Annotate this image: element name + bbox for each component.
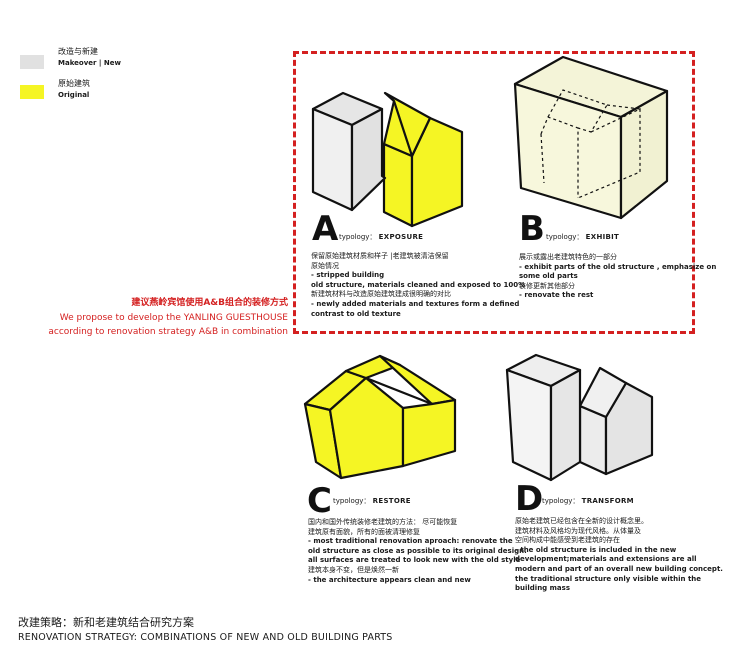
d-house-roof xyxy=(578,366,628,419)
strategy-c-line: 建筑本身不变，但是焕然一新 xyxy=(308,565,399,574)
strategy-c-line: old structure as close as possible to it… xyxy=(308,546,527,555)
legend-swatch-makeover xyxy=(20,55,44,69)
strategy-d-line: the traditional structure only visible w… xyxy=(515,574,702,583)
strategy-d-line: modern and part of an overall new buildi… xyxy=(515,564,723,573)
footer-title-en: RENOVATION STRATEGY: COMBINATIONS OF NEW… xyxy=(18,632,393,643)
c-house-front-left xyxy=(303,402,343,480)
strategy-c-typology: typology： RESTORE xyxy=(333,497,411,506)
strategy-a-letter: A xyxy=(312,209,339,249)
strategy-c-typology-prefix: typology： xyxy=(333,497,371,505)
strategy-a-line: contrast to old texture xyxy=(311,309,401,318)
strategy-b-typology: typology： EXHIBIT xyxy=(546,233,619,242)
strategy-a-line: - stripped building xyxy=(311,271,385,280)
strategy-a-typology: typology： EXPOSURE xyxy=(339,233,423,242)
strategy-a-description: 保留原始建筑材质和样子 |老建筑被清洁保留 原始情况 - stripped bu… xyxy=(311,252,525,319)
c-house-left-roof xyxy=(303,369,368,412)
strategy-a-typology-name: EXPOSURE xyxy=(378,233,424,241)
legend-label-makeover-en: Makeover | New xyxy=(58,59,121,67)
strategy-b-description: 展示或露出老建筑特色的一部分 - exhibit parts of the ol… xyxy=(519,253,716,301)
combination-frame xyxy=(293,51,695,334)
strategy-a-line: 新建筑材料与改造原始建筑建成很明确的对比 xyxy=(311,290,451,299)
strategy-d-line: building mass xyxy=(515,584,570,593)
strategy-d-line: 原始老建筑已经包含在全新的设计概念里。 xyxy=(515,517,648,525)
strategy-c-description: 国内和国外传统装修老建筑的方法： 尽可能恢复 建筑原有面貌，所有的面被清理修复 … xyxy=(308,518,527,585)
d-box-side xyxy=(549,368,582,482)
legend-label-original-en: Original xyxy=(58,91,90,99)
d-box-top xyxy=(505,353,582,388)
strategy-d-line: 建筑材料及风格均为现代风格。从体量及 xyxy=(515,526,641,535)
strategy-d-letter: D xyxy=(515,479,544,519)
strategy-b-typology-name: EXHIBIT xyxy=(585,233,620,241)
legend-swatch-original xyxy=(20,85,44,99)
strategy-c-typology-name: RESTORE xyxy=(372,497,411,505)
strategy-d-line: development;materials and extensions are… xyxy=(515,555,697,564)
strategy-d-typology-prefix: typology： xyxy=(542,497,580,505)
strategy-b-line: - renovate the rest xyxy=(519,291,594,300)
c-house-ridge xyxy=(365,376,433,406)
strategy-b-line: some old parts xyxy=(519,272,578,281)
strategy-a-line: 原始情况 xyxy=(311,261,339,270)
strategy-a-line: old structure, materials cleaned and exp… xyxy=(311,280,526,289)
combination-note-zh: 建议燕岭宾馆使用A&B组合的装修方式 xyxy=(131,298,288,308)
footer-title-zh: 改建策略：新和老建筑结合研究方案 xyxy=(18,616,194,629)
d-house-front xyxy=(578,404,608,476)
c-house-gable-2 xyxy=(401,398,457,468)
strategy-b-line: 装修更新其他部分 xyxy=(519,281,575,290)
strategy-d-line: - the old structure is included in the n… xyxy=(515,545,677,554)
strategy-b-line: - exhibit parts of the old structure , e… xyxy=(519,262,717,271)
strategy-c-line: - the architecture appears clean and new xyxy=(308,575,471,584)
strategy-b-line: 展示或露出老建筑特色的一部分 xyxy=(519,253,617,261)
legend-label-original-zh: 原始建筑 xyxy=(58,79,90,88)
strategy-c-line: - most traditional renovation aproach: r… xyxy=(308,537,513,546)
c-house-back-gable xyxy=(378,354,457,406)
strategy-c-line: 国内和国外传统装修老建筑的方法： 尽可能恢复 xyxy=(308,518,458,526)
strategy-a-line: - newly added materials and textures for… xyxy=(311,299,520,308)
strategy-d-typology-name: TRANSFORM xyxy=(581,497,634,505)
strategy-b-letter: B xyxy=(519,209,545,249)
d-house-gable xyxy=(604,381,654,476)
strategy-b-typology-prefix: typology： xyxy=(546,233,584,241)
strategy-d-description: 原始老建筑已经包含在全新的设计概念里。 建筑材料及风格均为现代风格。从体量及 空… xyxy=(515,517,723,594)
c-house-gable-1 xyxy=(328,376,405,480)
combination-note-en-line2: according to renovation strategy A&B in … xyxy=(48,327,288,337)
combination-note-en-line1: We propose to develop the YANLING GUESTH… xyxy=(59,313,288,323)
d-box-front xyxy=(505,368,553,482)
strategy-d-line: 空间构成中能感受到老建筑的存在 xyxy=(515,536,620,545)
strategy-c-line: 建筑原有面貌，所有的面被清理修复 xyxy=(308,527,420,536)
strategy-a-line: 保留原始建筑材质和样子 |老建筑被清洁保留 xyxy=(311,252,449,260)
c-house-right-roof xyxy=(344,354,402,380)
strategy-a-typology-prefix: typology： xyxy=(339,233,377,241)
legend-label-makeover-zh: 改造与新建 xyxy=(58,47,98,56)
strategy-c-line: all surfaces are treated to look new wit… xyxy=(308,556,521,565)
strategy-d-typology: typology： TRANSFORM xyxy=(542,497,634,506)
strategy-c-letter: C xyxy=(307,481,332,521)
